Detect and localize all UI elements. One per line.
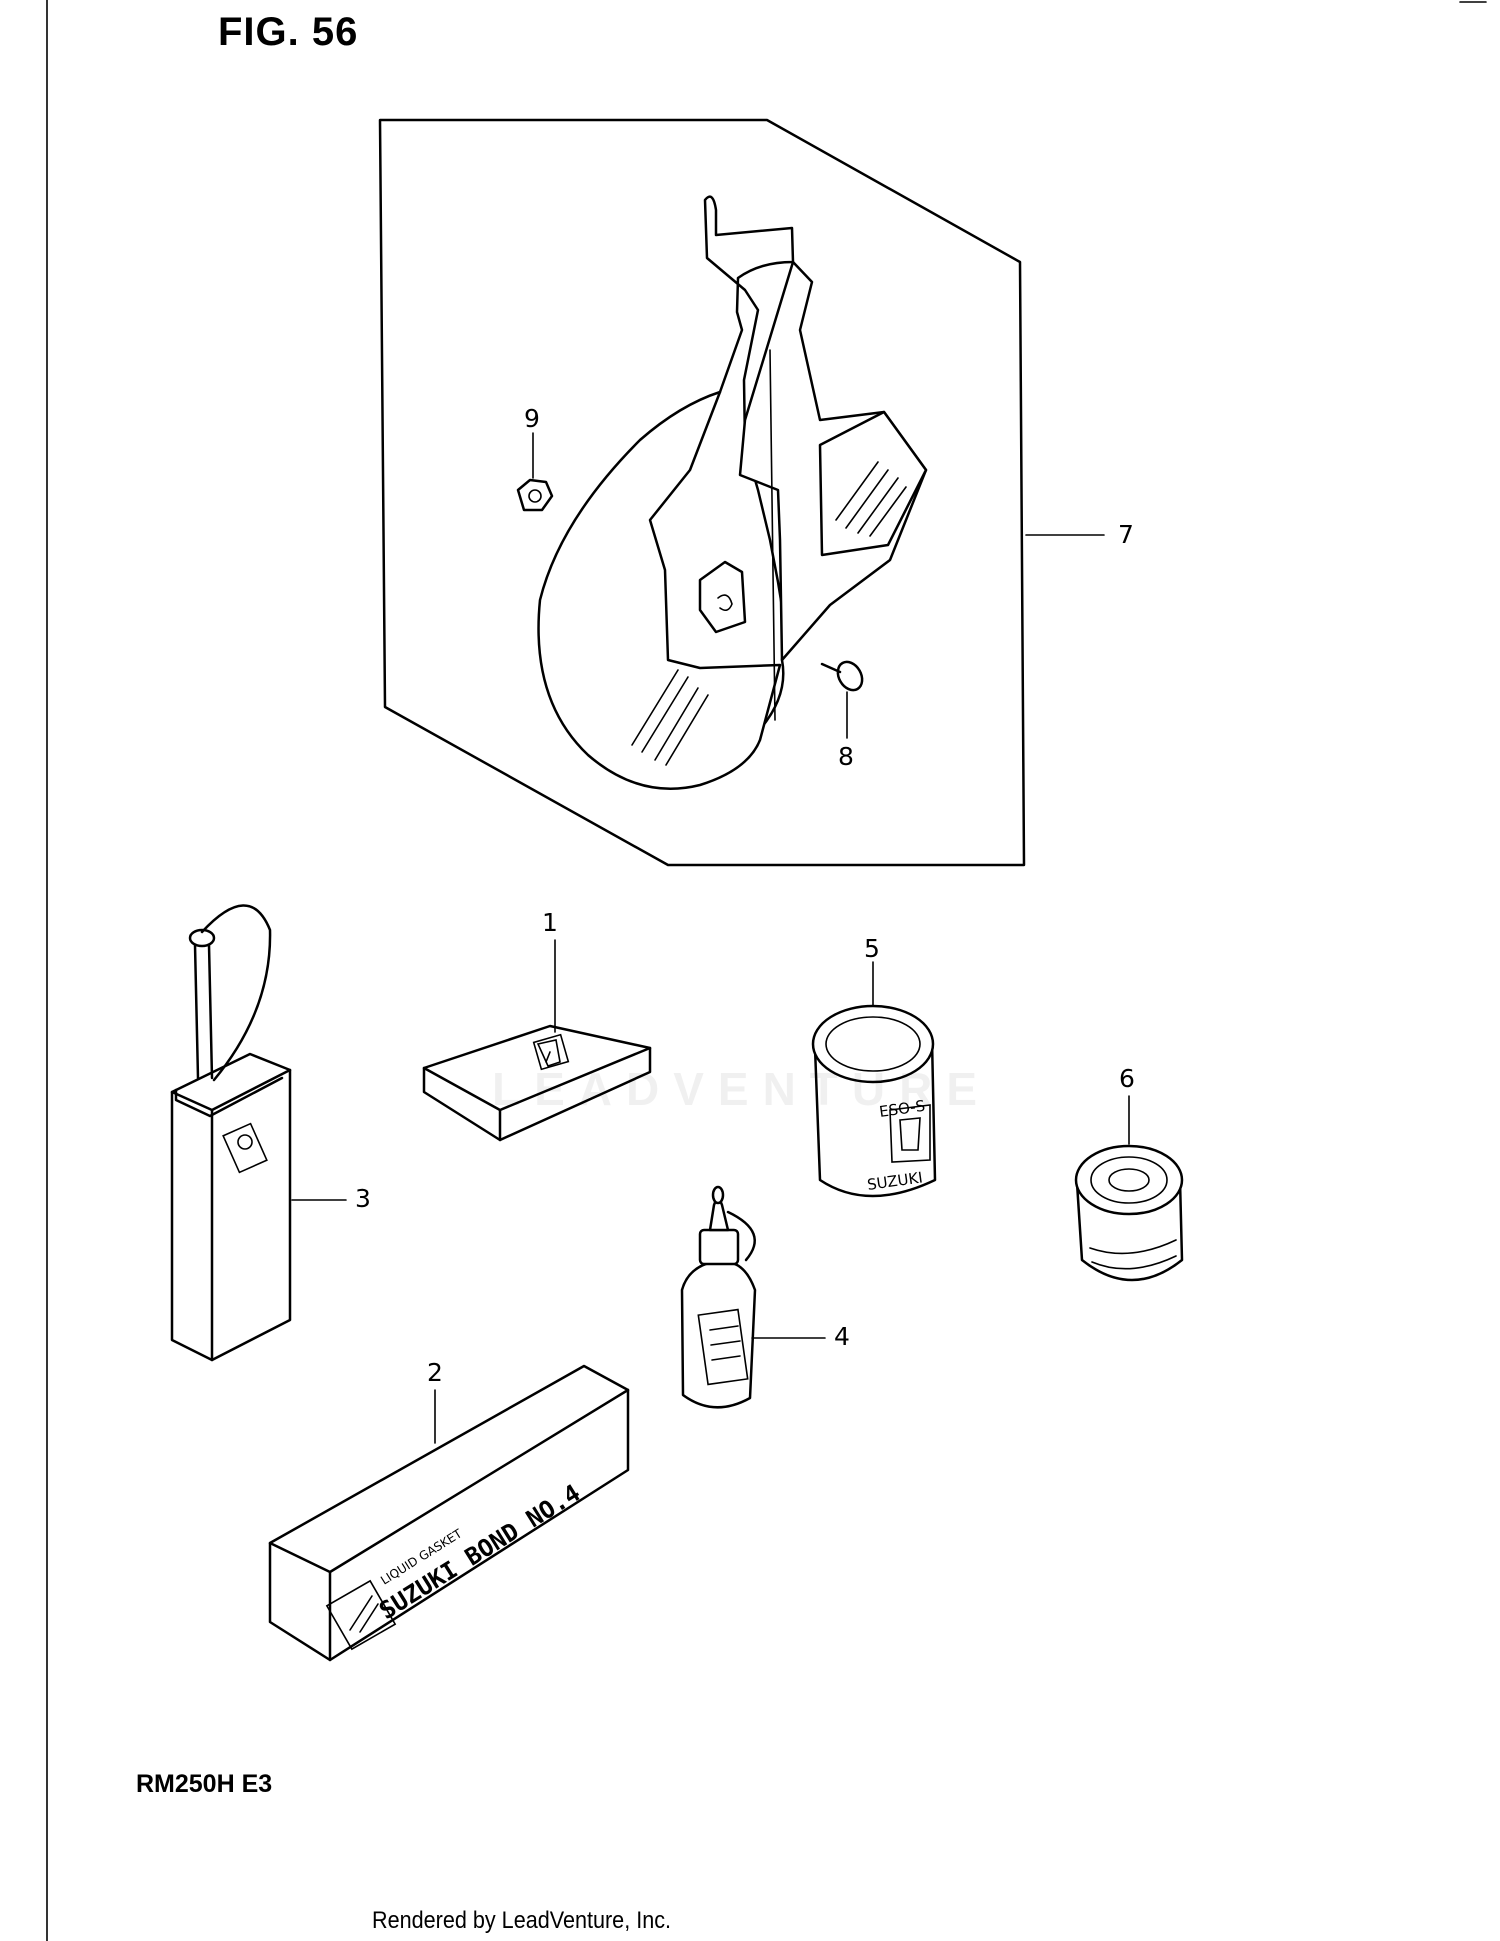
oil-bottle-4 <box>680 1185 757 1409</box>
callout-6[interactable]: 6 <box>1119 1064 1135 1093</box>
model-code: RM250H E3 <box>136 1770 273 1798</box>
callout-2[interactable]: 2 <box>427 1358 443 1387</box>
callout-9[interactable]: 9 <box>524 404 540 433</box>
callout-8[interactable]: 8 <box>838 742 854 771</box>
nut-9 <box>516 478 554 512</box>
fuel-can-3 <box>170 904 292 1362</box>
watermark: LEADVENTURE <box>492 1063 992 1115</box>
callout-1[interactable]: 1 <box>542 908 558 937</box>
kit-boundary <box>378 118 1026 867</box>
tool-kit-case-1 <box>422 1024 652 1142</box>
callout-3[interactable]: 3 <box>355 1184 371 1213</box>
screw-8 <box>820 660 864 692</box>
figure-title: FIG. 56 <box>218 10 359 54</box>
grease-can-6 <box>1074 1144 1184 1282</box>
suzuki-bond-box-2 <box>268 1364 630 1662</box>
callout-5[interactable]: 5 <box>864 934 880 963</box>
callout-4[interactable]: 4 <box>834 1322 850 1351</box>
footer-credit: Rendered by LeadVenture, Inc. <box>372 1907 672 1934</box>
callout-7[interactable]: 7 <box>1118 520 1134 549</box>
frame-guard-7 <box>537 195 928 790</box>
